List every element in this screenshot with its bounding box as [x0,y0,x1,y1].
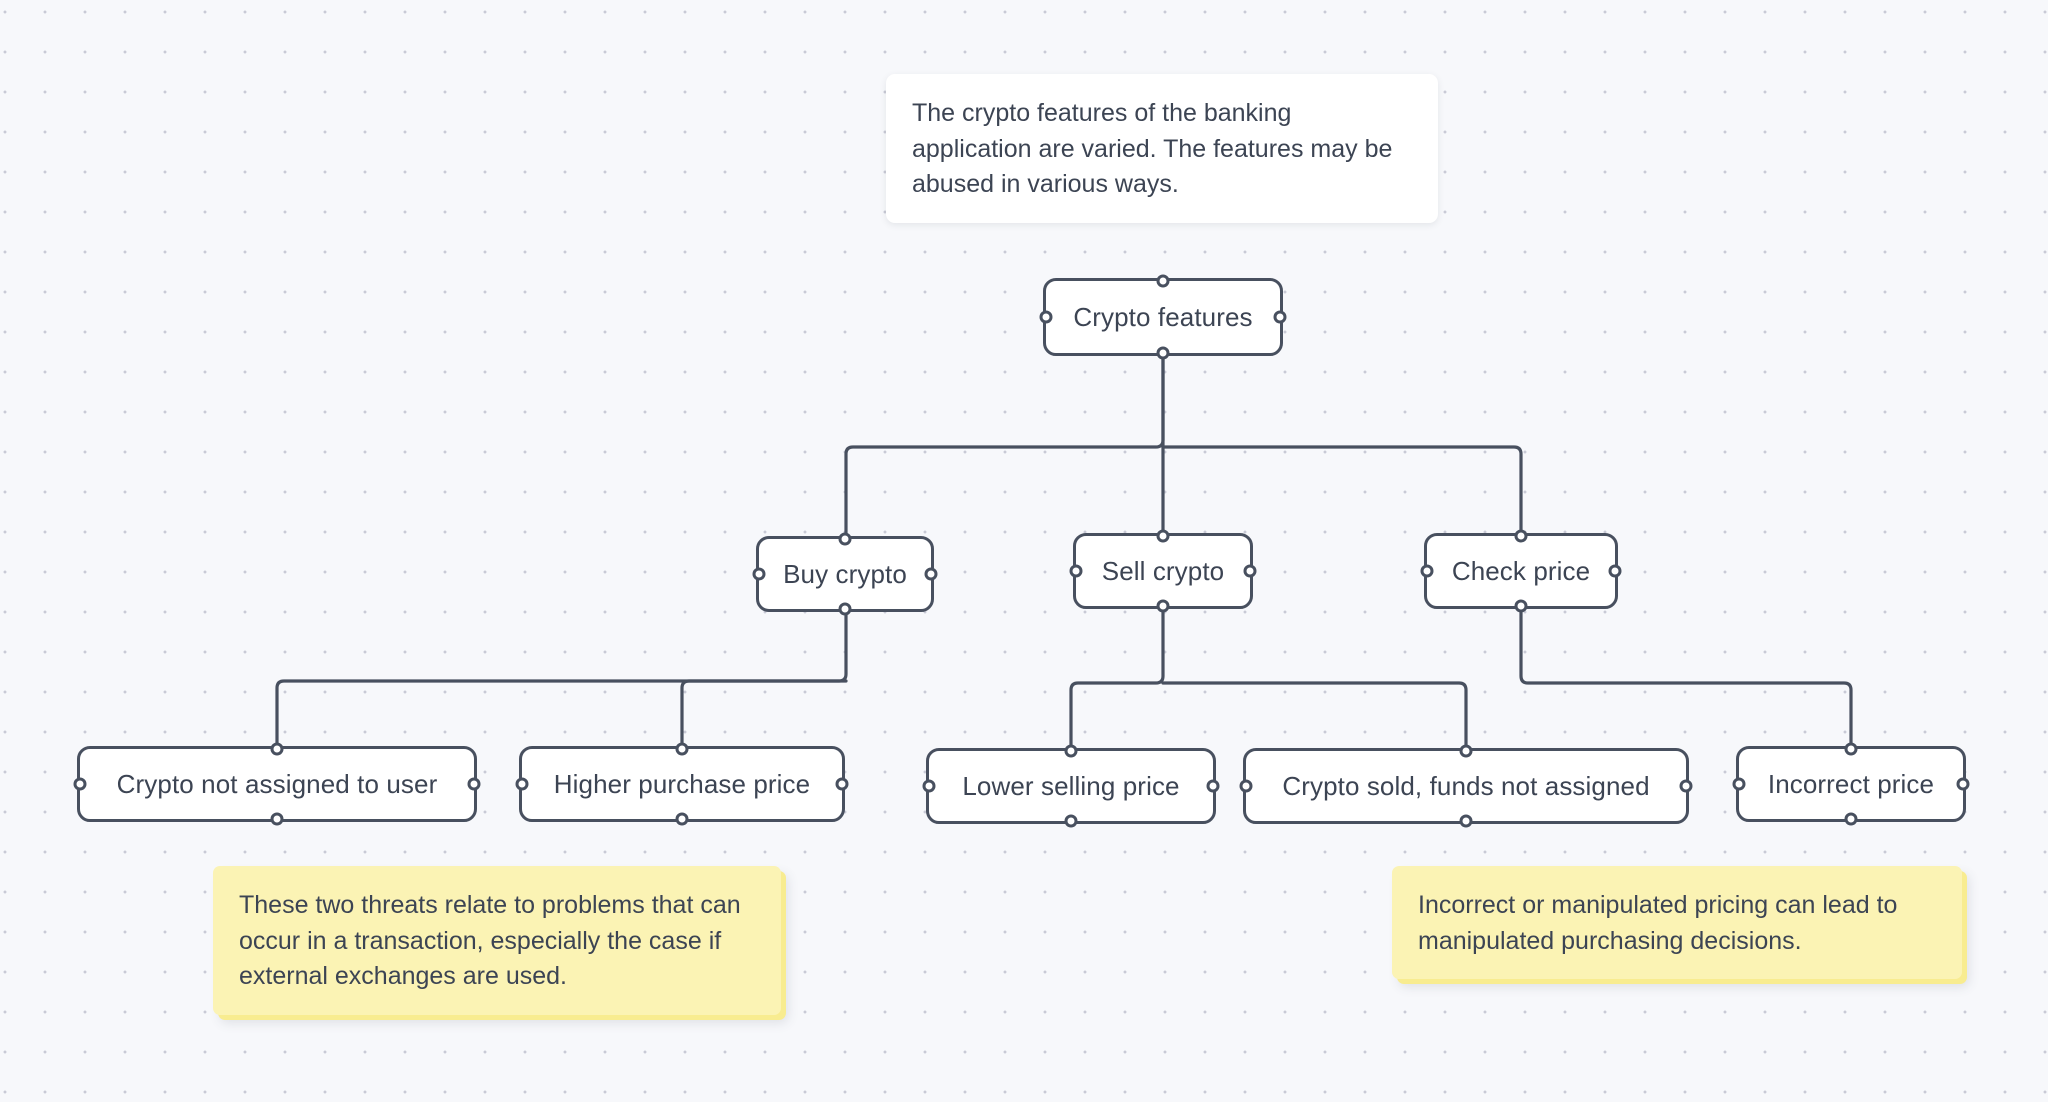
note-crypto-features[interactable]: The crypto features of the banking appli… [886,74,1438,223]
port-left-higher-purchase-price[interactable] [515,777,529,791]
note-pricing-threats[interactable]: Incorrect or manipulated pricing can lea… [1392,866,1962,979]
node-incorrect-price[interactable]: Incorrect price [1732,742,1970,826]
port-left-buy-crypto[interactable] [752,567,766,581]
node-sell-crypto-label: Sell crypto [1101,556,1225,586]
edge-sell-to-crypto-sold-funds [1161,681,1468,750]
port-top-crypto-not-assigned-to-user[interactable] [270,742,284,756]
port-bottom-crypto-not-assigned-to-user[interactable] [270,812,284,826]
port-right-crypto-not-assigned-to-user[interactable] [467,777,481,791]
port-right-crypto-features[interactable] [1273,310,1287,324]
node-higher-purchase-price[interactable]: Higher purchase price [515,742,849,826]
port-right-check-price[interactable] [1608,564,1622,578]
port-top-crypto-sold-funds-not-assigned[interactable] [1459,744,1473,758]
port-left-lower-selling-price[interactable] [922,779,936,793]
node-buy-crypto-label: Buy crypto [783,559,907,589]
node-check-price[interactable]: Check price [1420,529,1622,613]
edge-root-to-check-price [1161,445,1523,535]
port-bottom-crypto-sold-funds-not-assigned[interactable] [1459,814,1473,828]
port-right-sell-crypto[interactable] [1243,564,1257,578]
port-left-incorrect-price[interactable] [1732,777,1746,791]
port-top-incorrect-price[interactable] [1844,742,1858,756]
port-left-crypto-not-assigned-to-user[interactable] [73,777,87,791]
port-left-crypto-sold-funds-not-assigned[interactable] [1239,779,1253,793]
port-bottom-sell-crypto[interactable] [1156,599,1170,613]
port-top-higher-purchase-price[interactable] [675,742,689,756]
port-top-sell-crypto[interactable] [1156,529,1170,543]
port-right-crypto-sold-funds-not-assigned[interactable] [1679,779,1693,793]
port-bottom-check-price[interactable] [1514,599,1528,613]
node-check-price-label: Check price [1451,556,1591,586]
node-buy-crypto[interactable]: Buy crypto [752,532,938,616]
port-right-buy-crypto[interactable] [924,567,938,581]
node-higher-purchase-price-label: Higher purchase price [553,769,811,799]
port-top-lower-selling-price[interactable] [1064,744,1078,758]
note-transaction-threats-text: These two threats relate to problems tha… [239,891,741,990]
note-transaction-threats[interactable]: These two threats relate to problems tha… [213,866,781,1015]
port-left-crypto-features[interactable] [1039,310,1053,324]
note-pricing-threats-text: Incorrect or manipulated pricing can lea… [1418,891,1898,955]
port-bottom-higher-purchase-price[interactable] [675,812,689,826]
node-crypto-features[interactable]: Crypto features [1039,274,1287,360]
port-right-higher-purchase-price[interactable] [835,777,849,791]
node-crypto-not-assigned-to-user[interactable]: Crypto not assigned to user [73,742,481,826]
node-sell-crypto[interactable]: Sell crypto [1069,529,1257,613]
port-right-incorrect-price[interactable] [1956,777,1970,791]
port-bottom-lower-selling-price[interactable] [1064,814,1078,828]
note-crypto-features-text: The crypto features of the banking appli… [912,99,1393,198]
node-incorrect-price-label: Incorrect price [1767,769,1935,799]
port-top-check-price[interactable] [1514,529,1528,543]
port-right-lower-selling-price[interactable] [1206,779,1220,793]
port-bottom-buy-crypto[interactable] [838,602,852,616]
port-top-buy-crypto[interactable] [838,532,852,546]
node-lower-selling-price-label: Lower selling price [962,771,1180,801]
port-bottom-incorrect-price[interactable] [1844,812,1858,826]
edge-root-to-buy-crypto [844,354,1165,538]
node-lower-selling-price[interactable]: Lower selling price [922,744,1220,828]
edge-buy-to-crypto-not-assigned [275,610,848,748]
node-crypto-sold-funds-not-assigned-label: Crypto sold, funds not assigned [1282,771,1650,801]
node-crypto-sold-funds-not-assigned[interactable]: Crypto sold, funds not assigned [1239,744,1693,828]
port-left-sell-crypto[interactable] [1069,564,1083,578]
node-crypto-not-assigned-to-user-label: Crypto not assigned to user [116,769,438,799]
port-bottom-crypto-features[interactable] [1156,346,1170,360]
edge-sell-to-lower-selling-price [1069,607,1165,750]
edge-buy-to-higher-purchase-price [680,679,848,748]
port-top-crypto-features[interactable] [1156,274,1170,288]
node-crypto-features-label: Crypto features [1073,302,1253,332]
port-left-check-price[interactable] [1420,564,1434,578]
edge-check-price-to-incorrect-price [1519,607,1853,748]
